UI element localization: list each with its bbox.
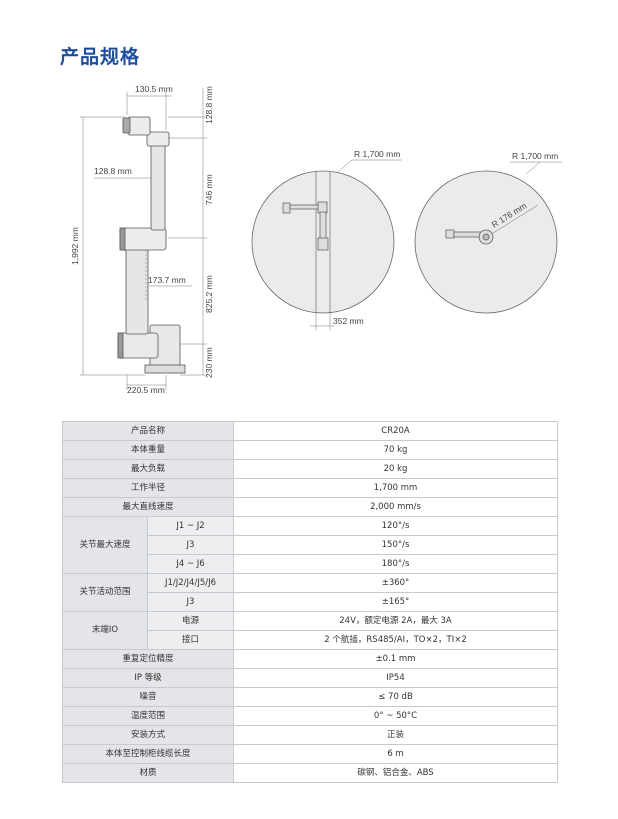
- spec-label: 本体至控制柜线缆长度: [61, 744, 235, 764]
- spec-label: 噪音: [61, 687, 235, 707]
- dim-746: 746 mm: [204, 174, 214, 205]
- spec-value: 24V，额定电源 2A，最大 3A: [233, 611, 559, 631]
- spec-value: CR20A: [233, 421, 559, 441]
- spec-value: IP54: [233, 668, 559, 688]
- spec-value: ≤ 70 dB: [233, 687, 559, 707]
- spec-value: ±360°: [233, 573, 559, 593]
- spec-sublabel: 接口: [146, 630, 235, 650]
- table-row: 安装方式正装: [61, 725, 559, 745]
- dim-130-5: 130.5 mm: [135, 84, 173, 94]
- spec-value: 6 m: [233, 744, 559, 764]
- spec-sublabel: J3: [146, 535, 235, 555]
- spec-label: IP 等级: [61, 668, 235, 688]
- spec-sublabel: J3: [146, 592, 235, 612]
- spec-value: 150°/s: [233, 535, 559, 555]
- spec-value: ±0.1 mm: [233, 649, 559, 669]
- spec-value: 20 kg: [233, 459, 559, 479]
- spec-group-label: 关节活动范围: [62, 573, 148, 612]
- spec-group-label: 关节最大速度: [62, 516, 148, 574]
- spec-group-label: 末端IO: [62, 611, 148, 650]
- spec-value: 70 kg: [233, 440, 559, 460]
- spec-label: 工作半径: [61, 478, 235, 498]
- spec-value: 120°/s: [233, 516, 559, 536]
- dimension-diagram: 130.5 mm 128.8 mm 128.8 mm 746 mm 1,992 …: [70, 84, 562, 395]
- spec-label: 本体重量: [61, 440, 235, 460]
- dim-128-8-vertical: 128.8 mm: [204, 86, 214, 124]
- table-row: 重复定位精度±0.1 mm: [61, 649, 559, 669]
- spec-label: 重复定位精度: [61, 649, 235, 669]
- spec-value: ±165°: [233, 592, 559, 612]
- spec-sublabel: J1/J2/J4/J5/J6: [146, 573, 235, 593]
- spec-value: 1,700 mm: [233, 478, 559, 498]
- page-title: 产品规格: [60, 46, 141, 68]
- spec-label: 最大负载: [61, 459, 235, 479]
- dim-825-2: 825.2 mm: [204, 275, 214, 313]
- spec-label: 温度范围: [61, 706, 235, 726]
- spec-value: 2,000 mm/s: [233, 497, 559, 517]
- spec-value: 正装: [233, 725, 559, 745]
- spec-value: 碳钢、铝合金、ABS: [233, 763, 559, 783]
- table-row: 噪音≤ 70 dB: [61, 687, 559, 707]
- reach-radius-front: R 1,700 mm: [354, 149, 400, 159]
- table-row: 材质碳钢、铝合金、ABS: [61, 763, 559, 783]
- reach-circle-front: [251, 159, 402, 330]
- spec-value: 0° ~ 50°C: [233, 706, 559, 726]
- reach-circle-top: [414, 161, 562, 314]
- spec-label: 材质: [61, 763, 235, 783]
- spec-value: 2 个航插，RS485/AI，TO×2，TI×2: [233, 630, 559, 650]
- dim-128-8-horizontal: 128.8 mm: [94, 166, 132, 176]
- robot-arm-side-view: [117, 116, 186, 374]
- spec-sublabel: J4 ~ J6: [146, 554, 235, 574]
- dim-220-5: 220.5 mm: [127, 385, 165, 395]
- dim-230: 230 mm: [204, 347, 214, 378]
- spec-label: 安装方式: [61, 725, 235, 745]
- dimension-lines: [80, 88, 207, 390]
- spec-label: 最大直线速度: [61, 497, 235, 517]
- spec-label: 产品名称: [61, 421, 235, 441]
- dim-1992: 1,992 mm: [70, 227, 80, 265]
- reach-radius-top: R 1,700 mm: [512, 151, 558, 161]
- spec-value: 180°/s: [233, 554, 559, 574]
- spec-sublabel: J1 ~ J2: [146, 516, 235, 536]
- spec-sublabel: 电源: [146, 611, 235, 631]
- dim-173-7: 173.7 mm: [148, 275, 186, 285]
- dim-352: 352 mm: [333, 316, 364, 326]
